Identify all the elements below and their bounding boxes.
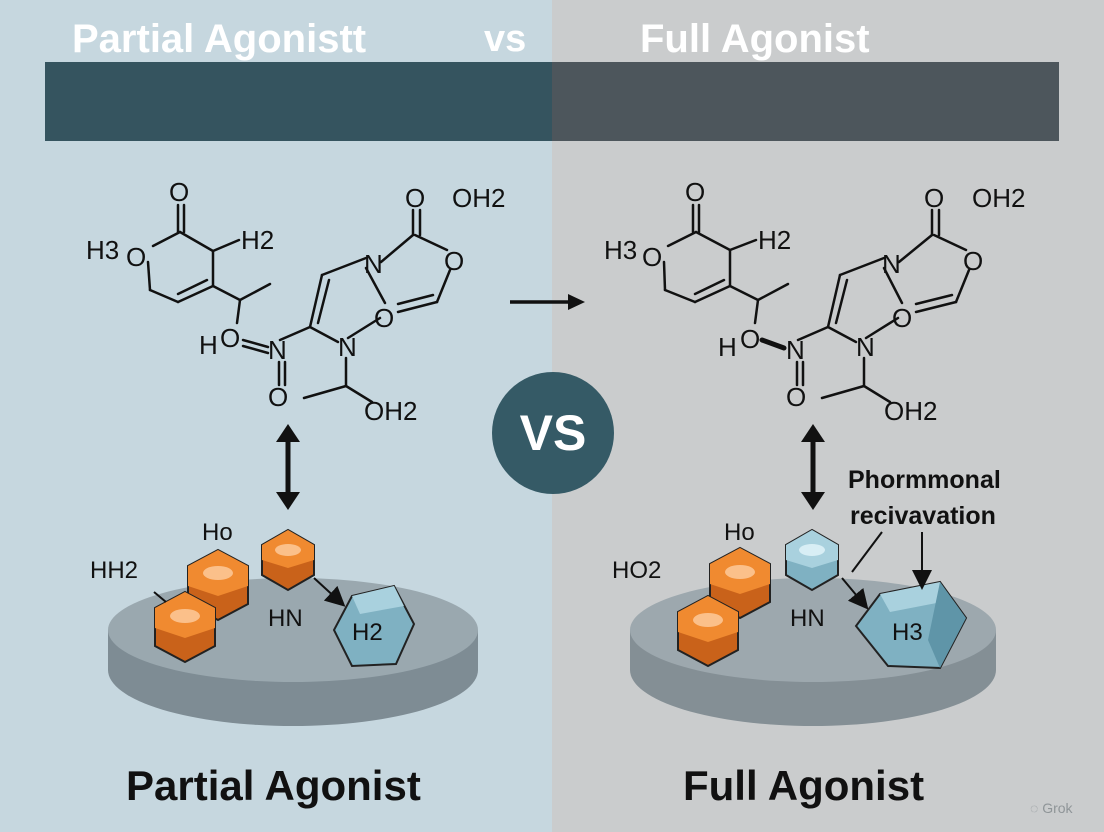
left-hexagons [153,528,416,668]
left-molecule-labels: O H3 O H2 O OH2 N O O N H O N O OH2 [86,177,505,426]
left-atom-o-bottom: O [268,382,288,412]
left-receptor-label-h2: H2 [352,619,383,646]
right-atom-o-carbonyl: O [924,183,944,213]
left-receptor-label-hn: HN [268,605,303,632]
right-receptor-labels: HO2 Ho HN H3 [612,519,923,646]
left-atom-oh2-top: OH2 [452,183,505,213]
left-atom-n-link: N [268,335,287,365]
left-orange-hexagon-2 [154,590,216,664]
annotation-line-1: Phormmonal [848,466,1001,494]
right-atom-o-small: O [892,303,912,333]
left-atom-o-link: O [220,323,240,353]
right-atom-n-mid: N [856,332,875,362]
right-receptor-label-ho: Ho [724,519,755,546]
left-atom-h: H [199,330,218,360]
right-atom-h3: H3 [604,235,637,265]
left-atom-h2: H2 [241,225,274,255]
title-full-agonist: Full Agonist [640,17,870,61]
right-atom-h: H [718,332,737,362]
right-orange-hexagon-1 [709,546,771,620]
right-receptor-label-h3: H3 [892,619,923,646]
left-receptor-label-ho: Ho [202,519,233,546]
right-atom-o-right: O [963,246,983,276]
right-receptor-label-hn: HN [790,605,825,632]
title-vs: vs [484,18,527,60]
vs-badge: VS [492,372,614,494]
left-atom-oh2-bottom: OH2 [364,396,417,426]
left-atom-o-right: O [444,246,464,276]
right-blue-polygon [854,580,968,670]
left-atom-h3: H3 [86,235,119,265]
right-atom-o-ring: O [642,242,662,272]
right-receptor-label-ho2: HO2 [612,557,661,584]
left-blue-polygon [332,584,416,668]
watermark-logo-icon: ◌ [1030,800,1039,816]
right-orange-hexagon-2 [677,594,739,668]
left-atom-o-small: O [374,303,394,333]
right-molecule [662,203,971,404]
center-arrow [510,294,585,310]
left-atom-o-top: O [169,177,189,207]
watermark-text: Grok [1042,800,1073,816]
annotation-line-2: recivavation [850,502,996,530]
right-atom-n-top: N [882,249,901,279]
right-double-arrow [801,424,825,510]
right-atom-o-top: O [685,177,705,207]
left-double-arrow [276,424,300,510]
right-atom-o-bottom: O [786,382,806,412]
title-bar [45,62,1059,141]
left-atom-o-ring: O [126,242,146,272]
title-bar-right [552,62,1059,141]
right-annotation: Phormmonal recivavation [848,466,1001,530]
right-atom-oh2-top: OH2 [972,183,1025,213]
right-molecule-labels: O H3 O H2 O OH2 N O O N H O N O OH2 [604,177,1025,426]
left-orange-hexagon-3 [261,528,315,592]
left-receptor-label-hh2: HH2 [90,557,138,584]
watermark: ◌ Grok [1030,800,1073,816]
right-blue-hexagon-small [785,528,839,592]
left-atom-n-top: N [364,249,383,279]
bottom-label-partial-agonist: Partial Agonist [126,762,421,809]
bottom-label-full-agonist: Full Agonist [683,762,925,809]
right-atom-n-link: N [786,335,805,365]
right-atom-oh2-bottom: OH2 [884,396,937,426]
right-atom-o-link: O [740,324,760,354]
left-receptor-labels: HH2 Ho HN H2 [90,519,383,646]
left-atom-n-mid: N [338,332,357,362]
title-partial-agonist: Partial Agonistt [72,17,367,61]
left-molecule [146,203,452,404]
right-atom-h2: H2 [758,225,791,255]
left-atom-o-carbonyl: O [405,183,425,213]
title-bar-left [45,62,552,141]
right-hexagons [677,528,968,670]
